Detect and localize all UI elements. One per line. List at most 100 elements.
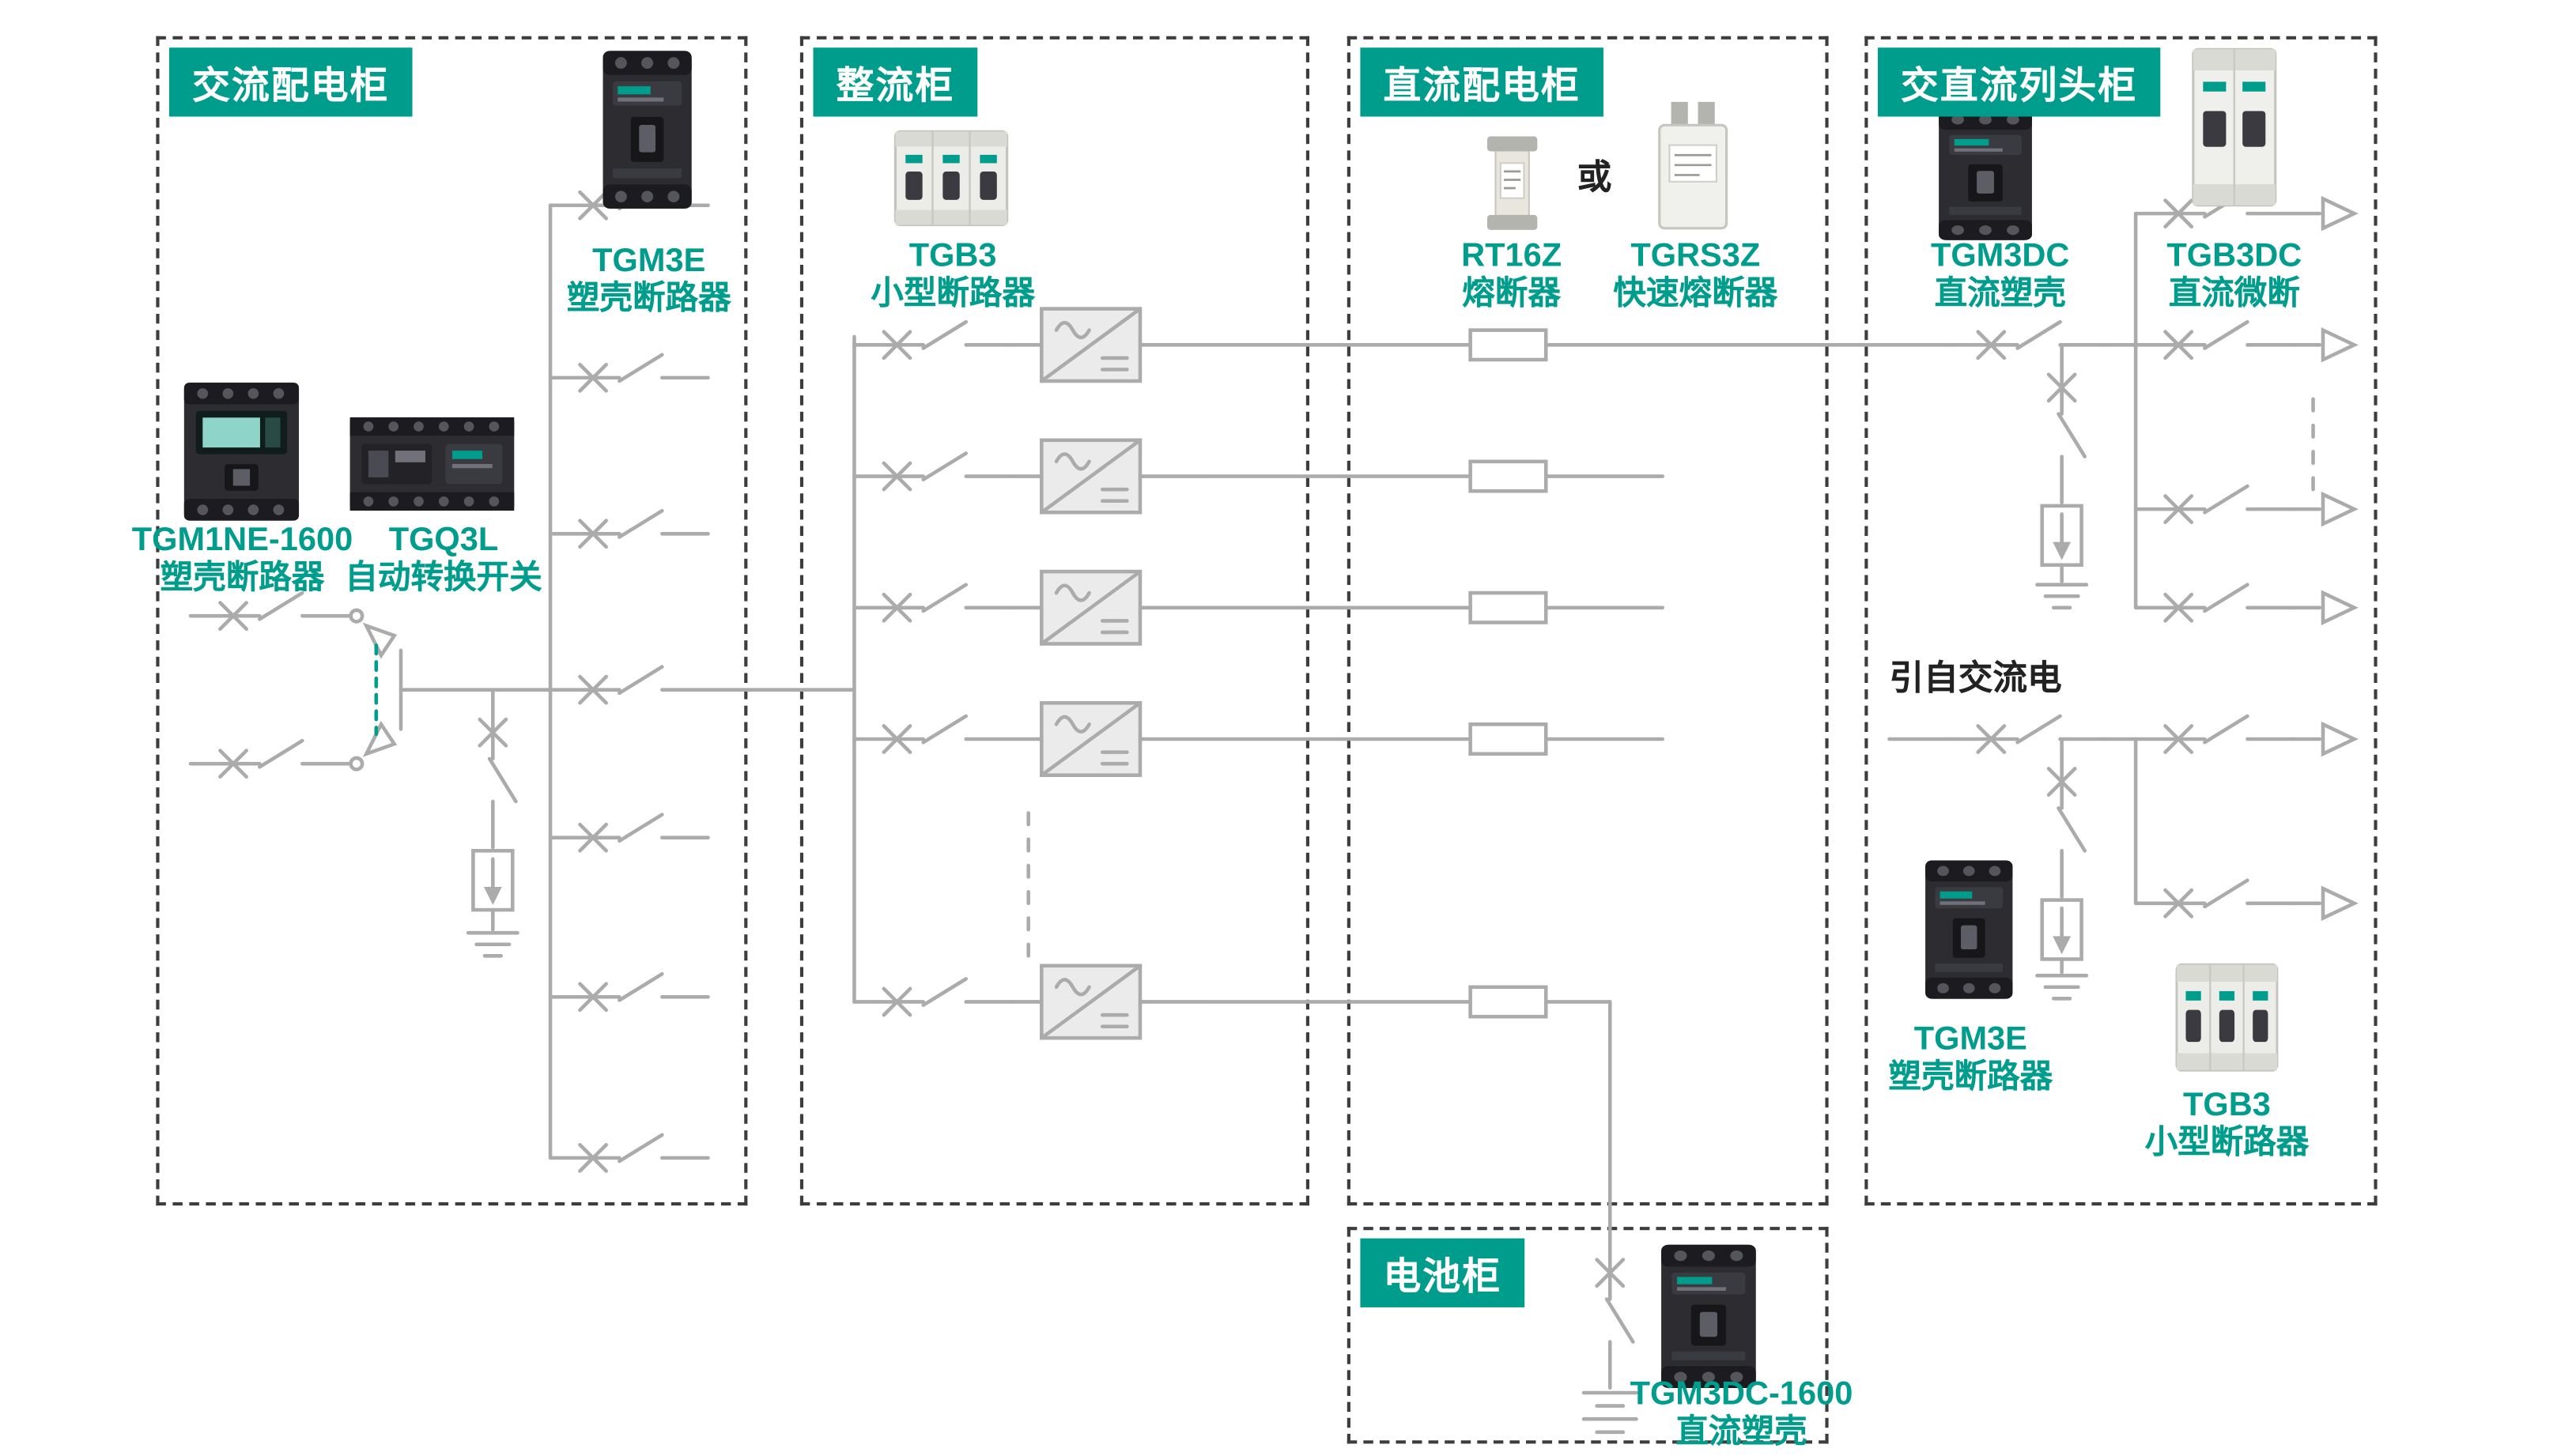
cabinet-row-head (1864, 36, 2378, 1206)
breaker-symbol (550, 974, 708, 1010)
product-name: TGRS3Z (1630, 238, 1761, 274)
breaker-symbol (1948, 322, 2106, 358)
dc-cabinet-wiring (1471, 330, 1612, 1232)
ground-symbol (2037, 975, 2086, 998)
product-label-rt16z: RT16Z 熔断器 (1405, 238, 1618, 314)
rectifier-symbol (1041, 571, 1140, 643)
mcb-drawing (893, 130, 1009, 227)
product-label-tgm1ne-1600: TGM1NE-1600 塑壳断路器 (123, 522, 361, 598)
product-image-tgb3dc-mcb (2185, 46, 2283, 209)
product-label-tgrs3z: TGRS3Z 快速熔断器 (1597, 238, 1794, 314)
breaker-symbol (550, 1135, 708, 1171)
product-label-tgm3e-ac: TGM3E 塑壳断路器 (534, 243, 764, 319)
product-name: TGM3DC (1930, 238, 2070, 274)
product-desc: 快速熔断器 (1613, 276, 1778, 312)
cabinet-title-row: 交直流列头柜 (1877, 47, 2161, 117)
breaker-symbol (1948, 716, 2106, 753)
mcb-tall-drawing (2192, 47, 2277, 207)
cabinet-title-battery: 电池柜 (1360, 1238, 1525, 1307)
rectifier-symbol (1041, 703, 1140, 775)
load-arrow-icon (2323, 330, 2354, 360)
product-name: TGQ3L (388, 522, 499, 559)
cabinet-ac-distribution (156, 36, 748, 1206)
product-name: TGB3 (2183, 1087, 2271, 1124)
mcb-drawing (2175, 963, 2279, 1072)
product-image-tgm3e-row-mccb (1921, 859, 2018, 1001)
breaker-symbol (854, 453, 1011, 489)
breaker-symbol (2049, 739, 2085, 896)
product-desc: 塑壳断路器 (566, 281, 731, 318)
product-name: TGM1NE-1600 (131, 522, 353, 559)
rectifier-cabinet-wiring (852, 309, 1951, 1039)
load-arrow-icon (2323, 724, 2354, 753)
breaker-symbol (191, 741, 348, 777)
breaker-symbol (2136, 585, 2293, 621)
cabinet-title-rectifier: 整流柜 (813, 47, 978, 117)
product-image-rt16z-fuse (1465, 134, 1557, 232)
product-label-tgb3-row: TGB3 小型断路器 (2116, 1088, 2338, 1164)
from-ac-note: 引自交流电 (1889, 660, 2062, 699)
product-image-tgm3dc-mccb (1934, 108, 2038, 241)
product-image-tgrs3z-fast-fuse (1652, 99, 1733, 232)
rectifier-symbol (1041, 966, 1140, 1038)
breaker-symbol (2136, 486, 2293, 522)
breaker-symbol (550, 667, 708, 703)
breaker-symbol (550, 815, 708, 851)
ats-device-drawing (349, 417, 515, 511)
rectifier-symbol (1041, 309, 1140, 381)
product-desc: 直流微断 (2168, 276, 2300, 312)
mccb-drawing (602, 51, 692, 209)
fuse-symbol (1471, 462, 1547, 491)
ats-blade (362, 720, 398, 757)
mccb-drawing (1939, 109, 2032, 240)
breaker-symbol (854, 585, 1011, 621)
mccb-drawing (1925, 860, 2013, 999)
ats-blade (362, 622, 398, 659)
product-name: TGM3E (592, 243, 706, 280)
fuse-symbol (1471, 593, 1547, 622)
product-desc: 直流塑壳 (1934, 276, 2066, 312)
product-image-tgm3dc-1600-mccb (1656, 1243, 1761, 1390)
ats-contact (349, 608, 364, 624)
product-desc: 塑壳断路器 (160, 560, 325, 597)
load-arrow-icon (2323, 888, 2354, 918)
breaker-symbol (550, 511, 708, 547)
product-label-tgb3-rectifier: TGB3 小型断路器 (838, 238, 1068, 314)
breaker-symbol (2049, 345, 2085, 502)
product-name: TGM3DC-1600 (1630, 1376, 1853, 1413)
surge-protector-symbol (473, 851, 512, 910)
product-image-tgq3l-ats (348, 405, 516, 522)
product-label-tgm3e-row: TGM3E 塑壳断路器 (1860, 1021, 2082, 1097)
product-label-tgm3dc-1600: TGM3DC-1600 直流塑壳 (1610, 1376, 1872, 1452)
rectifier-symbol (1041, 440, 1140, 512)
product-desc: 直流塑壳 (1675, 1413, 1807, 1450)
row-cabinet-wiring (1887, 190, 2354, 998)
fuse-device-drawing (1486, 135, 1539, 232)
or-note: 或 (1577, 159, 1612, 198)
cabinet-title-ac: 交流配电柜 (169, 47, 413, 117)
cabinet-dc-distribution (1347, 36, 1829, 1206)
ground-symbol (468, 933, 517, 956)
product-desc: 小型断路器 (2144, 1125, 2310, 1162)
product-image-tgm1ne-1600-mccb (181, 381, 303, 522)
cabinet-rectifier (799, 36, 1310, 1206)
cabinet-title-dc: 直流配电柜 (1360, 47, 1603, 117)
surge-protector-symbol (2042, 506, 2082, 565)
cabinet-battery (1347, 1227, 1829, 1444)
product-image-tgb3-row-mcb (2175, 959, 2279, 1076)
breaker-symbol (854, 716, 1011, 753)
load-arrow-icon (2323, 198, 2354, 228)
product-desc: 塑壳断路器 (1888, 1059, 2053, 1096)
product-label-tgm3dc: TGM3DC 直流塑壳 (1889, 238, 2111, 314)
breaker-symbol (480, 690, 516, 847)
load-arrow-icon (2323, 494, 2354, 523)
breaker-symbol (191, 593, 348, 629)
breaker-symbol (854, 979, 1011, 1015)
breaker-symbol (1597, 1230, 1634, 1387)
breaker-symbol (854, 322, 1011, 358)
breaker-symbol (2136, 322, 2293, 358)
breaker-symbol (550, 355, 708, 391)
product-label-tgb3dc: TGB3DC 直流微断 (2128, 238, 2341, 314)
product-label-tgq3l: TGQ3L 自动转换开关 (329, 522, 559, 598)
